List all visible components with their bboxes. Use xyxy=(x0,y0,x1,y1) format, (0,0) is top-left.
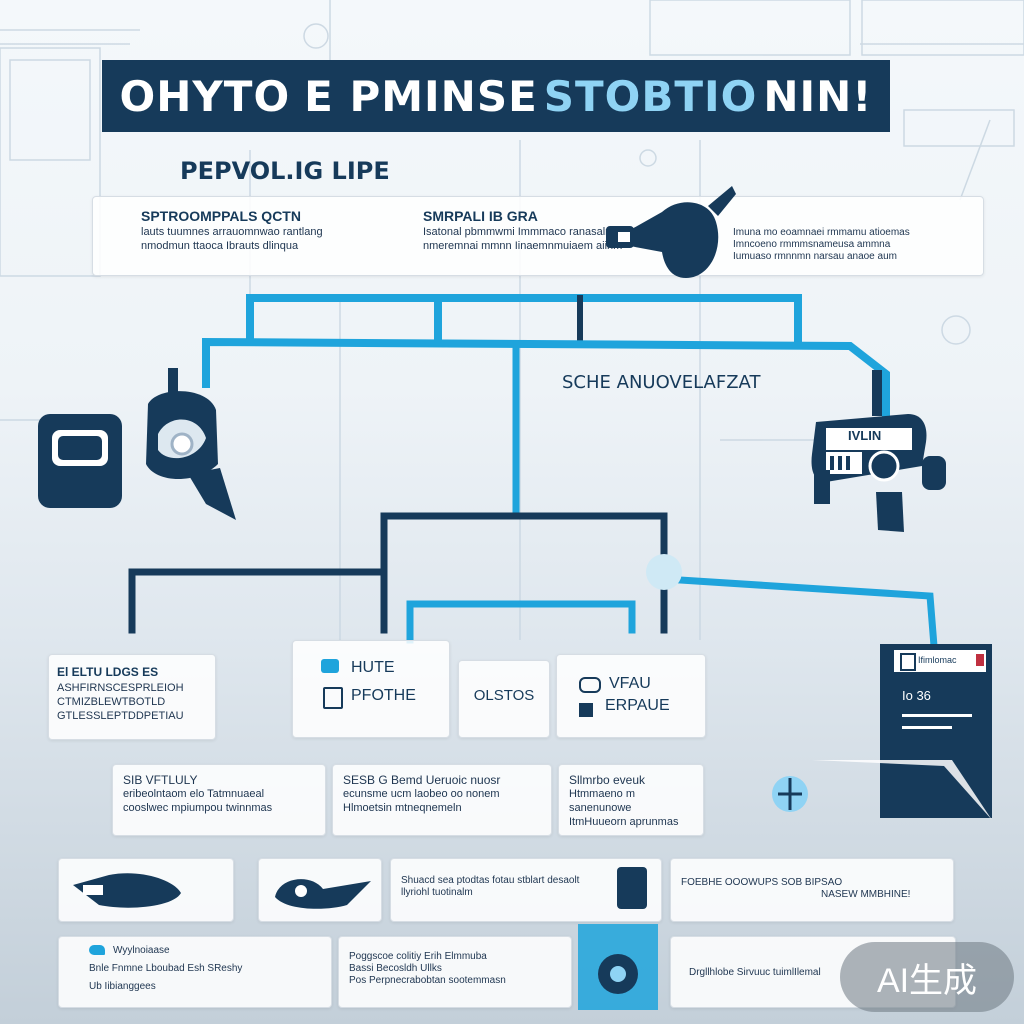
level4-card2-text: SESB G Bemd Ueruoic nuosr ecunsme ucm la… xyxy=(343,773,545,815)
level4-card3-heading: Sllmrbo eveuk xyxy=(569,773,646,787)
level4-card1-heading: SIB VFTLULY xyxy=(123,773,198,787)
level4-card2-line1: ecunsme ucm laobeo oo nonem xyxy=(343,788,500,800)
level4-card3-text: Sllmrbo eveuk Htmmaeno m sanenunowe ItmH… xyxy=(569,773,697,829)
level5-card2-line2: NASEW MMBHINE! xyxy=(821,889,911,900)
level5-card1-text: Shuacd sea ptodtas fotau stblart desaolt… xyxy=(401,875,607,899)
top-card-right-line3: Iumuaso rmnnmn narsau anaoe aum xyxy=(733,251,897,262)
top-card-right-line2: Imncoeno rmmmsnameusa ammna xyxy=(733,239,891,250)
subtitle: PEPVOL.IG LIPE xyxy=(180,157,390,185)
link-icon xyxy=(579,677,601,693)
level3-box2-label: OLSTOS xyxy=(473,687,535,704)
level6-card1-text: Wyylnoiaase Bnle Fnmne Lboubad Esh SResh… xyxy=(89,945,325,993)
lamp-icon xyxy=(275,879,371,909)
top-card-center: SMRPALI IB GRA Isatonal pbmmwmi Immmaco … xyxy=(423,207,623,253)
level6-card2-line3: Pos Perpnecrabobtan sootemmasn xyxy=(349,975,506,986)
level5-card1-line1: Shuacd sea ptodtas fotau stblart desaolt xyxy=(401,875,580,886)
level3-left-heading: El ELTU LDGS ES xyxy=(57,665,159,679)
level3-box3: VFAU ERPAUE xyxy=(556,654,706,738)
top-card-center-line1: Isatonal pbmmwmi Immmaco ranasalnu xyxy=(423,226,618,238)
level4-card1-line2: cooslwec mpiumpou twinnmas xyxy=(123,802,273,814)
level5-card2-text: FOEBHE OOOWUPS SOB BIPSAO NASEW MMBHINE! xyxy=(681,877,947,901)
dark-panel-header: Ifimlomac xyxy=(918,655,957,665)
level3-box3-line2: ERPAUE xyxy=(605,697,670,714)
level6-card2-text: Poggscoe colitiy Erih Elmmuba Bassi Beco… xyxy=(349,951,563,987)
level4-card3-line2: ItmHuueorn aprunmas xyxy=(569,816,679,828)
level4-card2-line2: Hlmoetsin mtneqnemeln xyxy=(343,802,462,814)
level6-card3-line1: Drgllhlobe Sirvuuc tuimlIlemal xyxy=(689,967,821,978)
watermark: AI生成 xyxy=(840,942,1014,1012)
top-card-left-line2: nmodmun ttaoca Ibrauts dlinqua xyxy=(141,240,299,252)
level6-card1-line2: Ub Iibianggees xyxy=(89,981,156,992)
level4-card1-text: SIB VFTLULY eribeolntaom elo Tatmnuaeal … xyxy=(123,773,319,815)
title-right: NIN! xyxy=(763,71,873,121)
dark-panel-bar2 xyxy=(902,726,952,729)
title-mid: E PMINSE xyxy=(304,71,538,121)
mid-label: SCHE ANUOVELAFZAT xyxy=(562,372,761,393)
dark-panel-value: Io 36 xyxy=(902,688,931,703)
level3-box3-line1: VFAU xyxy=(609,675,651,692)
level6-card1-heading: Wyylnoiaase xyxy=(113,945,170,956)
level4-card2-heading: SESB G Bemd Ueruoic nuosr xyxy=(343,773,501,787)
level5-card2: FOEBHE OOOWUPS SOB BIPSAO NASEW MMBHINE! xyxy=(670,858,954,922)
top-card-center-heading: SMRPALI IB GRA xyxy=(423,208,538,224)
level3-box1-line2: PFOTHE xyxy=(351,687,416,704)
square-icon xyxy=(900,653,916,671)
level5-card1: Shuacd sea ptodtas fotau stblart desaolt… xyxy=(390,858,662,922)
robot-hand-icon xyxy=(146,368,236,520)
top-card-right: Imuna mo eoamnaei rmmamu atioemas Imncoe… xyxy=(733,227,973,263)
bird-icon xyxy=(89,945,105,955)
dark-panel-header-bg xyxy=(894,650,986,672)
level4-card1: SIB VFTLULY eribeolntaom elo Tatmnuaeal … xyxy=(112,764,326,836)
level3-left-text: El ELTU LDGS ES ASHFIRNSCESPRLEIOH CTMIZ… xyxy=(57,663,209,723)
level3-left-line3: GTLESSLEPTDDPETIAU xyxy=(57,710,184,722)
level3-box1-line1: HUTE xyxy=(351,659,395,676)
level3-left-line2: CTMIZBLEWTBOTLD xyxy=(57,696,166,708)
bookmark-icon xyxy=(579,703,593,717)
level4-card2: SESB G Bemd Ueruoic nuosr ecunsme ucm la… xyxy=(332,764,552,836)
level4-card3-line1: Htmmaeno m sanenunowe xyxy=(569,788,636,814)
top-card-left-heading: SPTROOMPPALS QCTN xyxy=(141,208,301,224)
level5-icon-card2 xyxy=(258,858,382,922)
level5-card2-line1: FOEBHE OOOWUPS SOB BIPSAO xyxy=(681,877,843,888)
phone-icon xyxy=(617,867,647,909)
level3-left-line1: ASHFIRNSCESPRLEIOH xyxy=(57,682,184,694)
top-card-left-line1: lauts tuumnes arrauomnwao rantlang xyxy=(141,226,323,238)
level3-box2: OLSTOS xyxy=(458,660,550,738)
title-banner: OHYTO E PMINSE STOBTIO NIN! xyxy=(102,60,890,132)
panel-arrow-shape xyxy=(812,760,992,820)
scanner-device-icon xyxy=(811,370,946,532)
doc-icon xyxy=(323,687,343,709)
level5-icon-card1 xyxy=(58,858,234,922)
level3-dark-panel: Ifimlomac Io 36 xyxy=(880,644,992,818)
globe-icon xyxy=(772,776,808,812)
right-device-label: IVLIN xyxy=(848,428,882,443)
level6-card1: Wyylnoiaase Bnle Fnmne Lboubad Esh SResh… xyxy=(58,936,332,1008)
mouse-icon xyxy=(73,873,181,908)
top-card-center-line2: nmeremnai mmnn Iinaemnmuiaem aiinm xyxy=(423,240,623,252)
level5-card1-line2: llyriohl tuotinalm xyxy=(401,887,473,898)
level3-left-card: El ELTU LDGS ES ASHFIRNSCESPRLEIOH CTMIZ… xyxy=(48,654,216,740)
image-icon xyxy=(321,659,339,673)
status-icon xyxy=(976,654,984,666)
level6-card2-line1: Poggscoe colitiy Erih Elmmuba xyxy=(349,951,487,962)
level4-card3: Sllmrbo eveuk Htmmaeno m sanenunowe ItmH… xyxy=(558,764,704,836)
level4-card1-line1: eribeolntaom elo Tatmnuaeal xyxy=(123,788,265,800)
terminal-icon xyxy=(38,414,122,508)
top-card-left: SPTROOMPPALS QCTN lauts tuumnes arrauomn… xyxy=(141,207,441,253)
title-accent: STOBTIO xyxy=(543,71,758,121)
top-card: SPTROOMPPALS QCTN lauts tuumnes arrauomn… xyxy=(92,196,984,276)
title-left: OHYTO xyxy=(119,71,291,121)
camera-icon xyxy=(606,186,736,278)
top-card-right-line1: Imuna mo eoamnaei rmmamu atioemas xyxy=(733,227,910,238)
level6-card1-line1: Bnle Fnmne Lboubad Esh SReshy xyxy=(89,963,243,974)
dark-panel-bar1 xyxy=(902,714,972,717)
level6-card2-line2: Bassi Becosldh Ullks xyxy=(349,963,442,974)
level3-box1: HUTE PFOTHE xyxy=(292,640,450,738)
hand-tablet-icon xyxy=(578,924,658,1010)
level6-card2: Poggscoe colitiy Erih Elmmuba Bassi Beco… xyxy=(338,936,572,1008)
